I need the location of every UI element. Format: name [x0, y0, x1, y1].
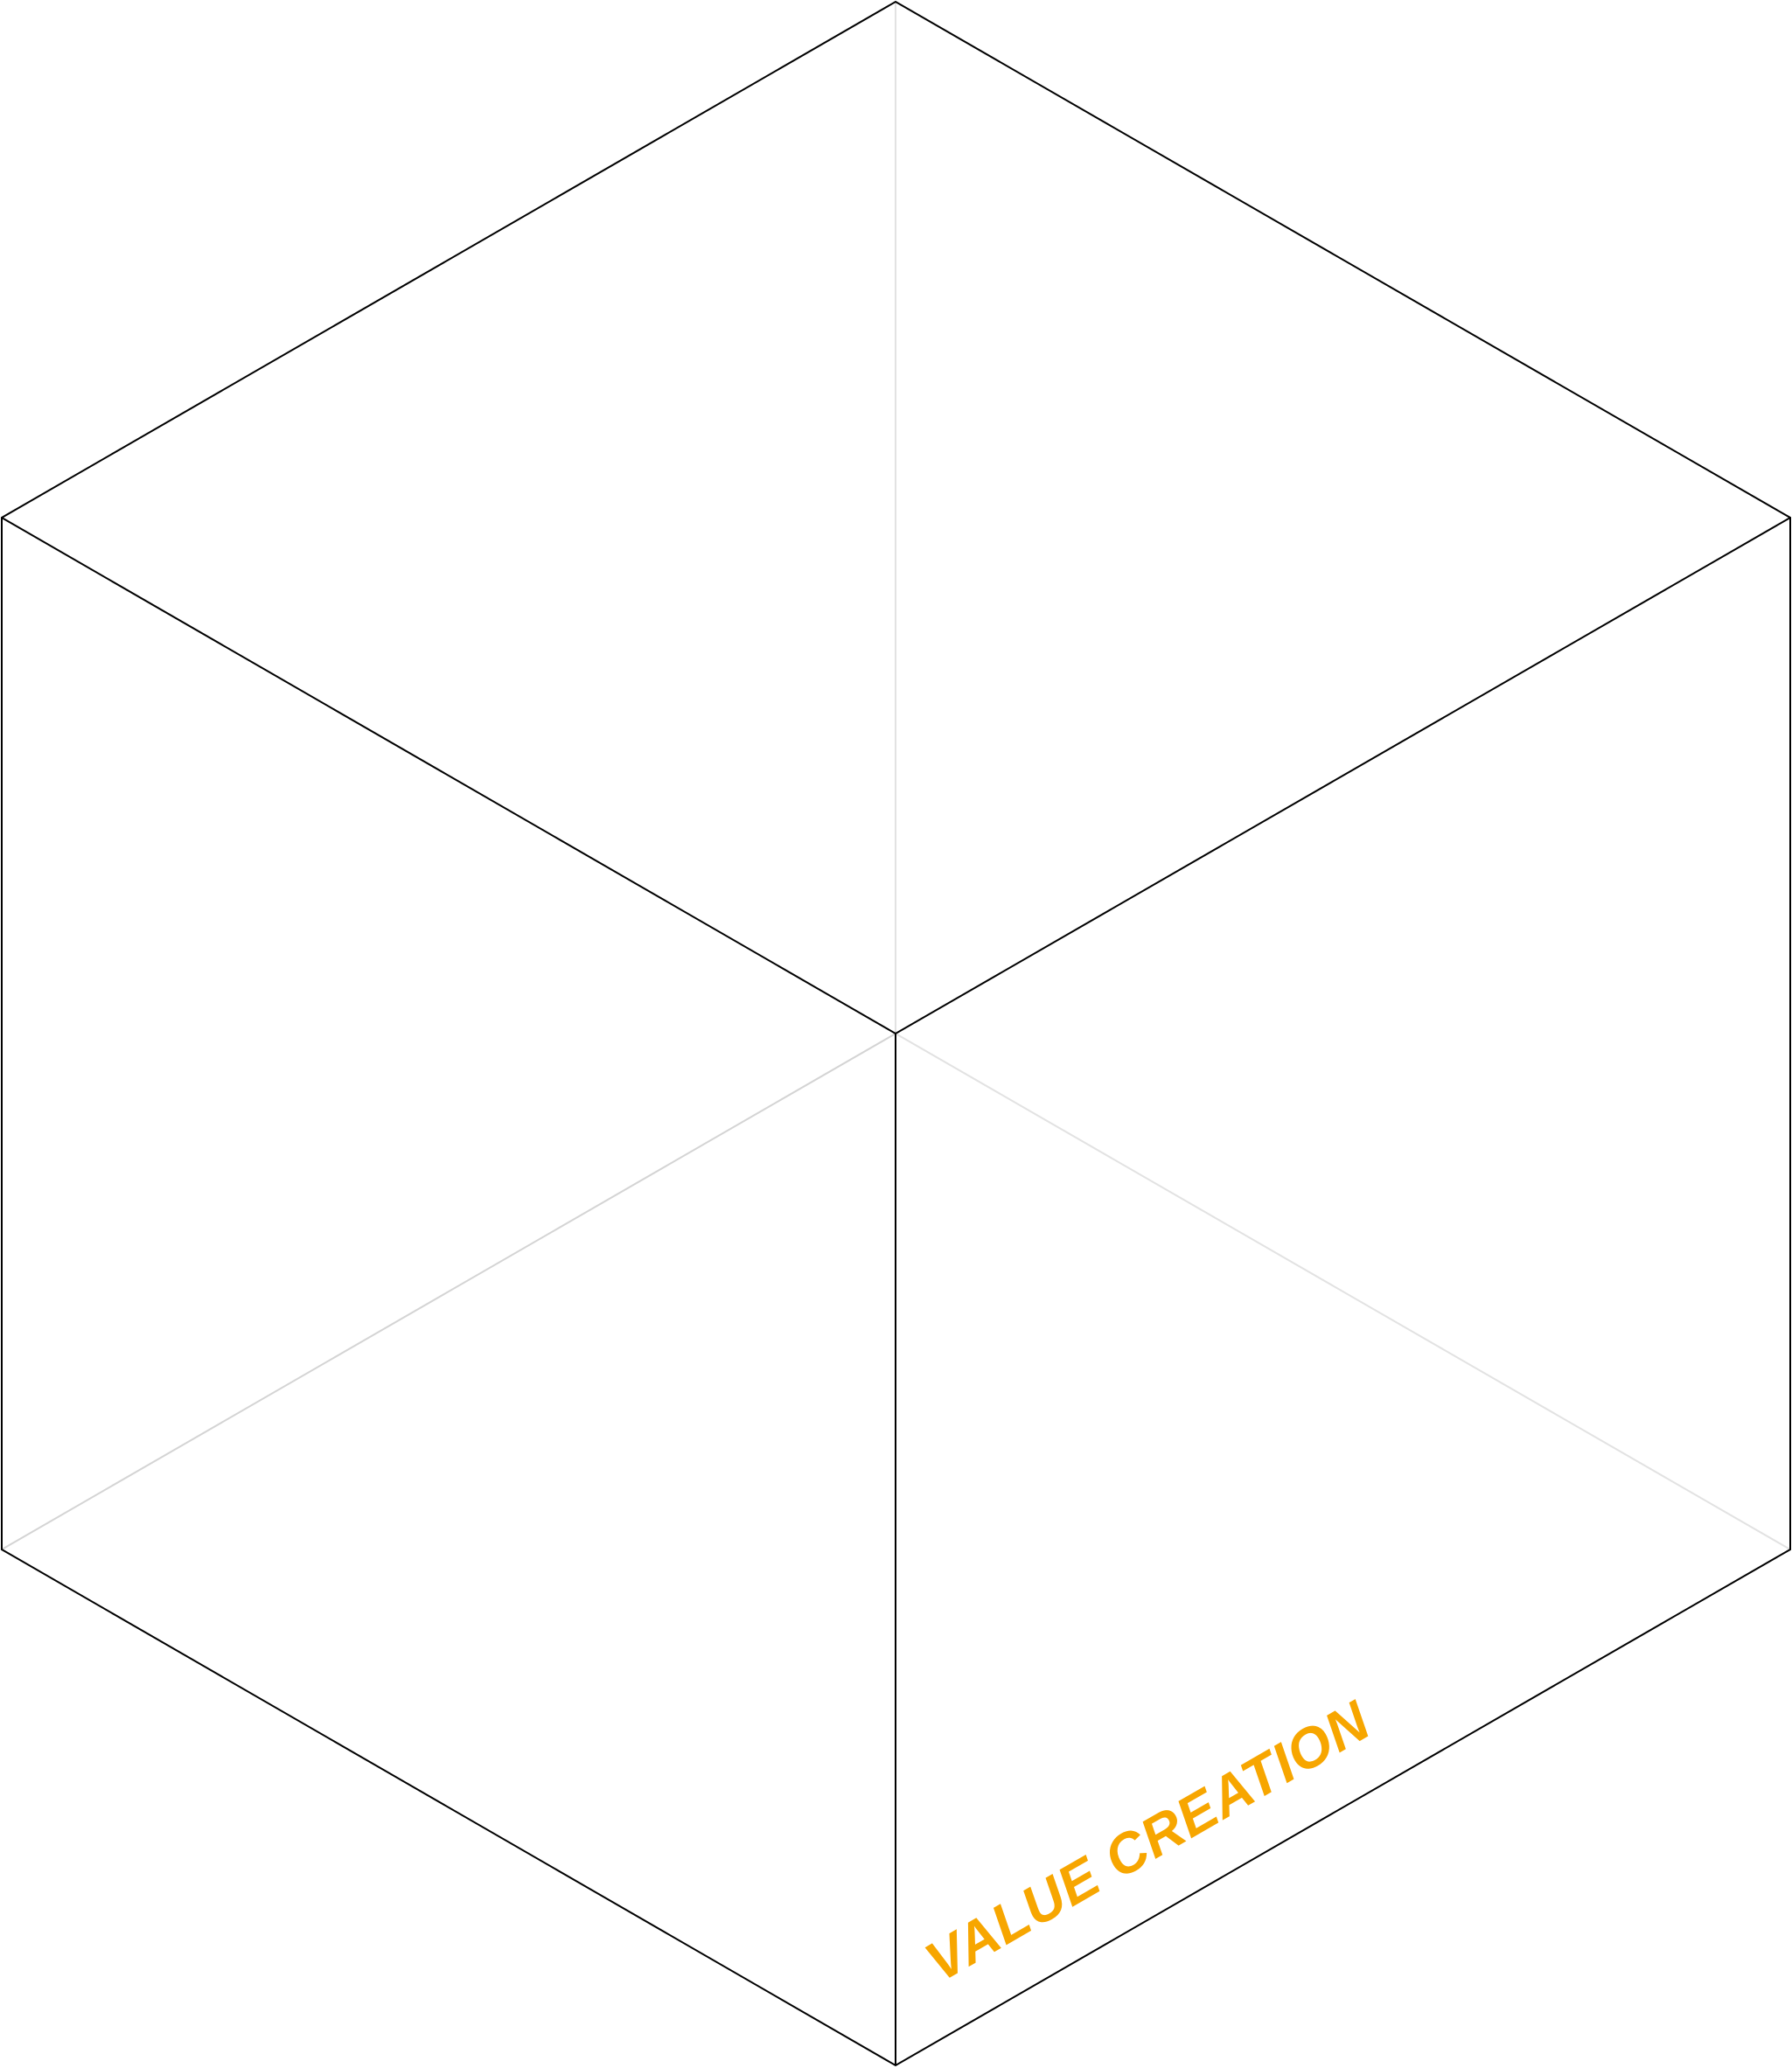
value-creation-label: VALUE CREATION: [915, 1689, 1381, 1994]
hidden-edge-center-to-bottom-right: [895, 1033, 1791, 1550]
hidden-edge-center-to-bottom-left: [1, 1033, 896, 1550]
edge-right-to-center: [895, 517, 1791, 1034]
edge-left-to-center: [1, 517, 896, 1034]
